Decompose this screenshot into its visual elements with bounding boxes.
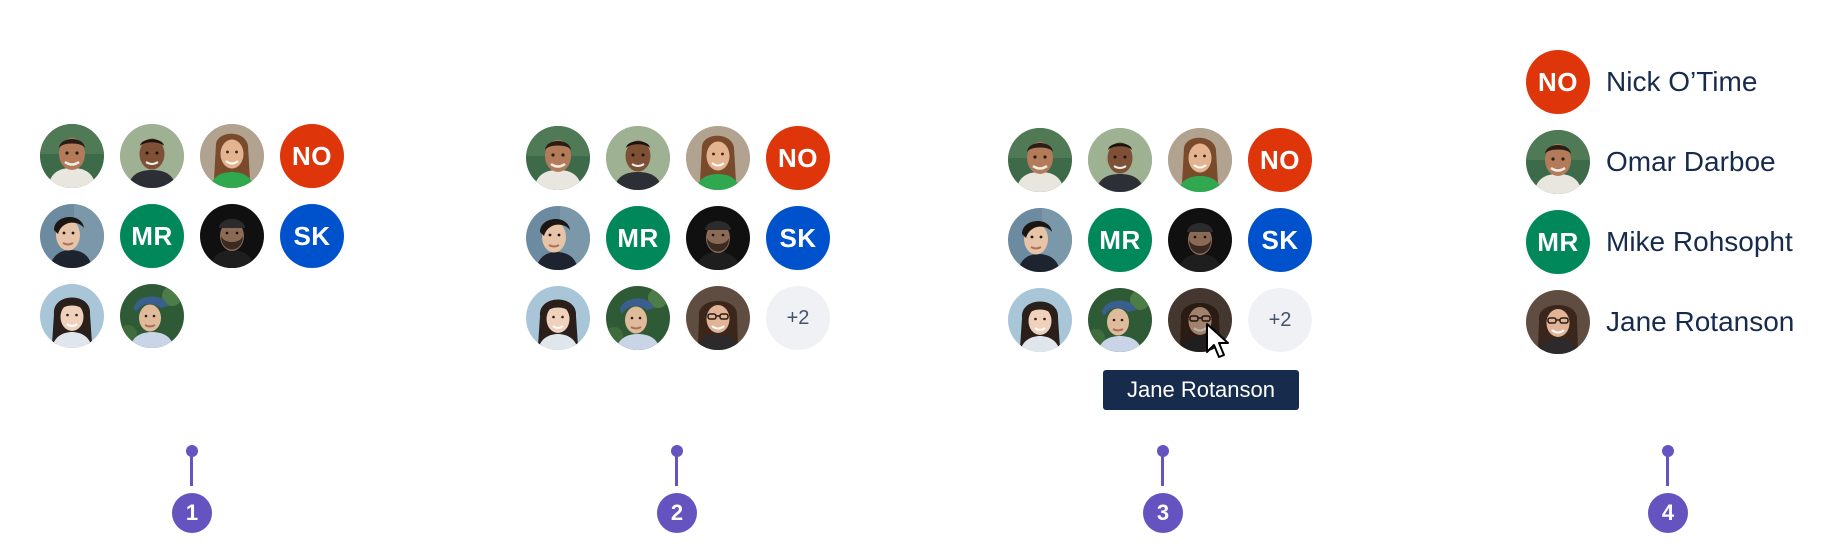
avatar-person-7[interactable] (686, 206, 750, 270)
avatar-person-2[interactable] (606, 126, 670, 190)
avatar-person-9[interactable] (1008, 288, 1072, 352)
avatar-initials-no[interactable]: NO (766, 126, 830, 190)
list-name-omar: Omar Darboe (1606, 146, 1776, 177)
avatar-person-9[interactable] (526, 286, 590, 350)
avatar-initials-no[interactable]: NO (1248, 128, 1312, 192)
avatar-jane-rotanson[interactable] (1526, 290, 1590, 354)
pin-dot (1157, 445, 1169, 457)
avatar-omar-darboe[interactable] (1008, 128, 1072, 192)
avatar-initials-mr[interactable]: MR (1526, 210, 1590, 274)
list-name-mike: Mike Rohsopht (1606, 226, 1793, 257)
avatar-overflow-more[interactable]: +2 (1248, 288, 1312, 352)
list-name-jane: Jane Rotanson (1606, 306, 1795, 337)
avatar-initials-mr[interactable]: MR (606, 206, 670, 270)
pin-badge: 1 (172, 493, 212, 533)
avatar-person-10[interactable] (1088, 288, 1152, 352)
pin-dot (671, 445, 683, 457)
avatar-initials-no[interactable]: NO (1526, 50, 1590, 114)
avatar-initials-sk[interactable]: SK (280, 204, 344, 268)
avatar-jane-rotanson[interactable] (686, 286, 750, 350)
avatar-overflow-more[interactable]: +2 (766, 286, 830, 350)
pin-stem (1161, 452, 1164, 486)
pin-badge: 3 (1143, 493, 1183, 533)
avatar-person-5[interactable] (1008, 208, 1072, 272)
pin-stem (675, 452, 678, 486)
pin-stem (1666, 452, 1669, 486)
avatar-person-9[interactable] (40, 284, 104, 348)
avatar-omar-darboe[interactable] (526, 126, 590, 190)
avatar-person-3[interactable] (1168, 128, 1232, 192)
avatar-initials-mr[interactable]: MR (120, 204, 184, 268)
avatar-person-2[interactable] (120, 124, 184, 188)
avatar-initials-sk[interactable]: SK (1248, 208, 1312, 272)
avatar-omar-darboe[interactable] (40, 124, 104, 188)
avatar-person-7[interactable] (1168, 208, 1232, 272)
list-name-nick: Nick O’Time (1606, 66, 1758, 97)
mouse-pointer-icon (1206, 323, 1229, 358)
pin-badge: 2 (657, 493, 697, 533)
avatar-person-7[interactable] (200, 204, 264, 268)
avatar-person-5[interactable] (526, 206, 590, 270)
pin-dot (1662, 445, 1674, 457)
avatar-person-5[interactable] (40, 204, 104, 268)
avatar-person-10[interactable] (120, 284, 184, 348)
avatar-person-10[interactable] (606, 286, 670, 350)
avatar-person-2[interactable] (1088, 128, 1152, 192)
pin-badge: 4 (1648, 493, 1688, 533)
pin-stem (190, 452, 193, 486)
avatar-tooltip: Jane Rotanson (1103, 370, 1299, 410)
avatar-omar-darboe[interactable] (1526, 130, 1590, 194)
avatar-initials-no[interactable]: NO (280, 124, 344, 188)
avatar-person-3[interactable] (686, 126, 750, 190)
avatar-initials-mr[interactable]: MR (1088, 208, 1152, 272)
pin-dot (186, 445, 198, 457)
avatar-initials-sk[interactable]: SK (766, 206, 830, 270)
avatar-person-3[interactable] (200, 124, 264, 188)
